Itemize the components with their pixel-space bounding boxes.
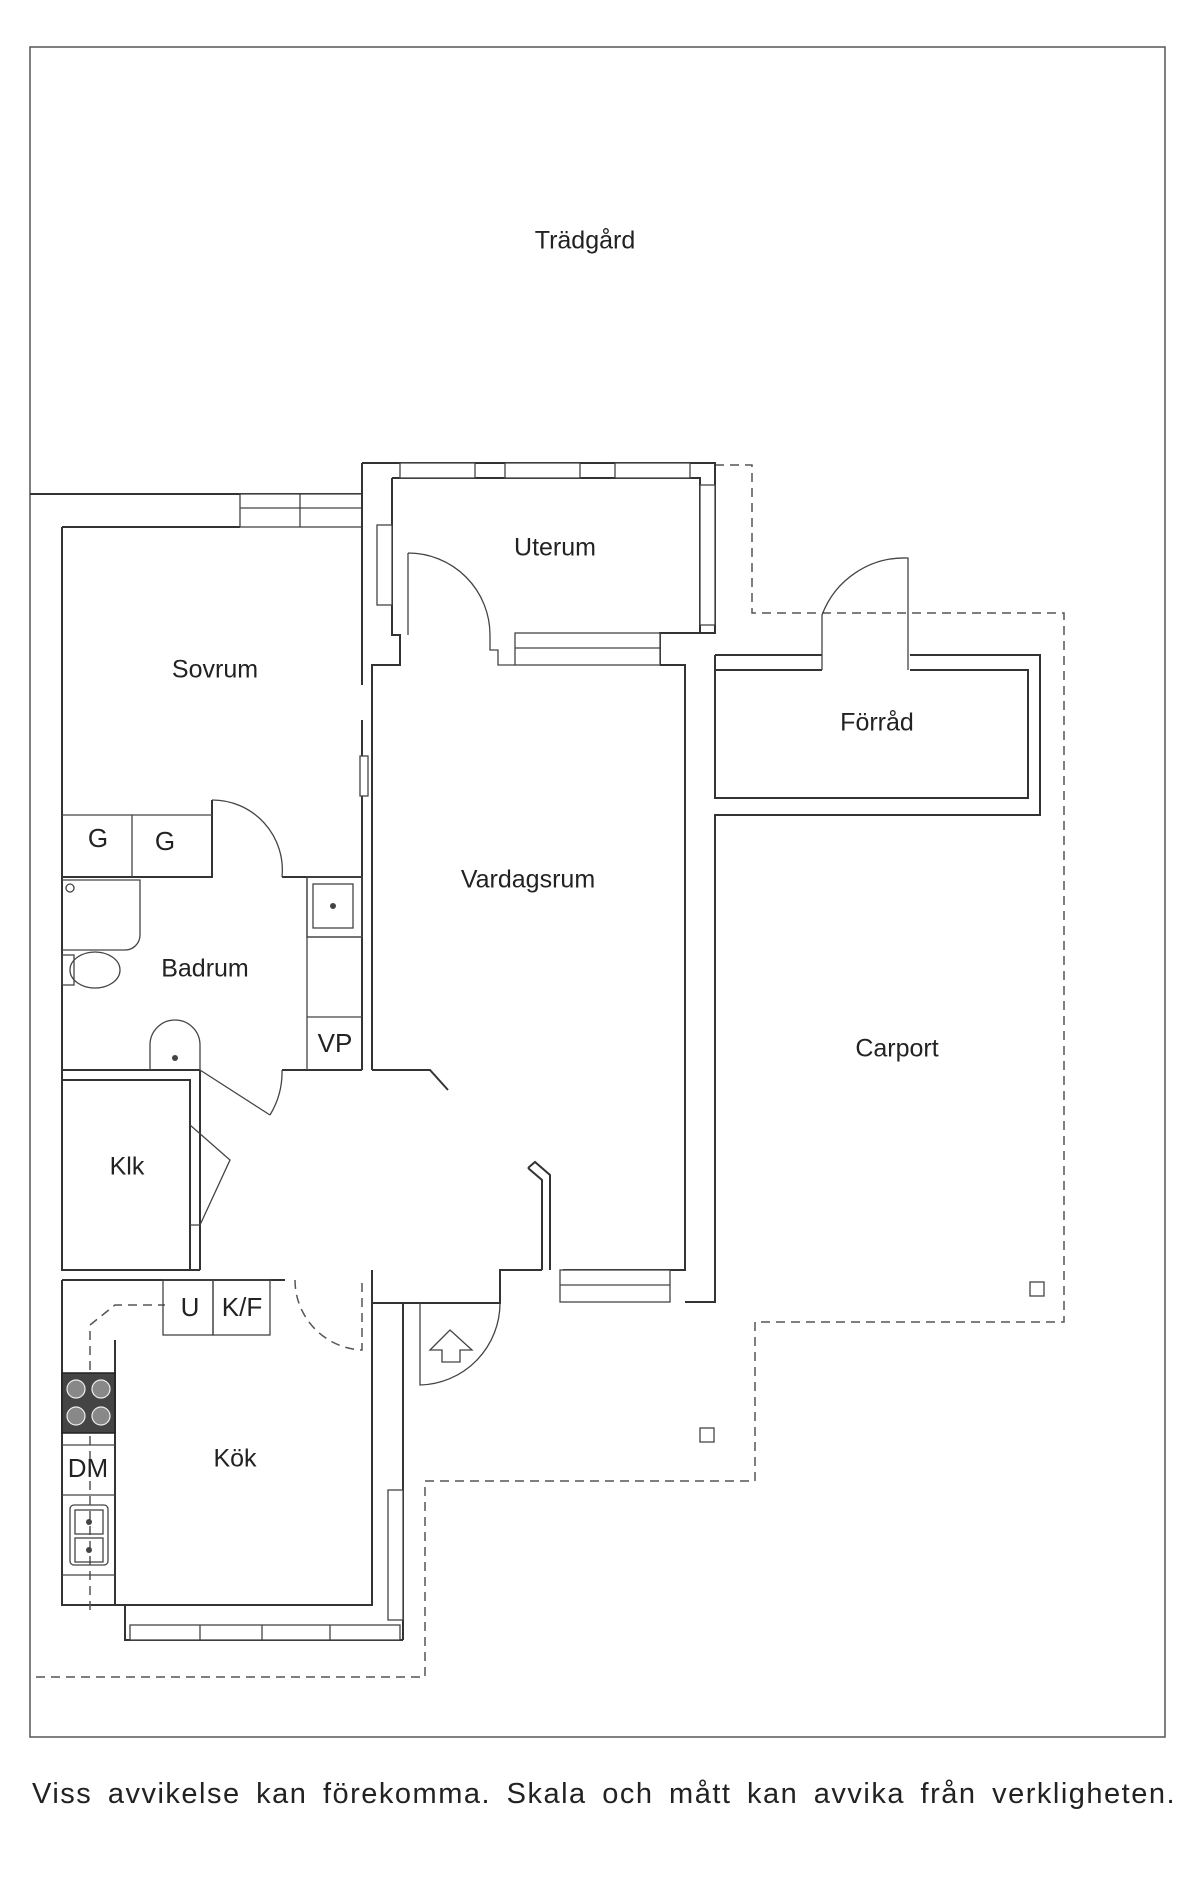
room-label-klk: Klk <box>110 1153 145 1181</box>
room-label-uterum: Uterum <box>514 534 596 562</box>
carport-post <box>699 1427 715 1443</box>
window-uterum-bottom <box>514 632 661 666</box>
fixture-label-u: U <box>181 1292 200 1322</box>
room-label-badrum: Badrum <box>161 955 249 983</box>
carport-post <box>1029 1281 1045 1297</box>
entrance-arrow <box>428 1329 474 1363</box>
room-label-tradgard: Trädgård <box>535 227 636 255</box>
window-uterum-left <box>376 524 393 606</box>
window-kok-bottom <box>129 1624 401 1641</box>
window-uterum-top-left <box>399 462 476 479</box>
room-label-forrad: Förråd <box>840 709 914 737</box>
door-kok-dashed <box>294 1279 363 1351</box>
klk-interior <box>62 1079 231 1270</box>
window-vardagsrum-left <box>359 755 369 797</box>
roof-outline-dashed <box>30 464 1065 1678</box>
house-walls <box>30 462 1041 1641</box>
window-sovrum-top <box>239 493 363 528</box>
plot-border <box>29 46 1166 1738</box>
room-label-sovrum: Sovrum <box>172 656 258 684</box>
room-label-carport: Carport <box>855 1035 938 1063</box>
room-label-kok: Kök <box>213 1445 257 1473</box>
fixture-label-g1: G <box>88 823 108 853</box>
fixture-label-dm: DM <box>68 1453 108 1483</box>
door-badrum <box>199 1069 283 1116</box>
window-uterum-top-mid <box>504 462 581 479</box>
kitchen-sink <box>69 1504 109 1566</box>
badrum-interior <box>61 799 363 1116</box>
window-vardagsrum-bottom <box>559 1269 671 1303</box>
window-kok-right <box>387 1489 404 1621</box>
kok-counter-dashed <box>89 1304 165 1610</box>
door-klk <box>189 1124 231 1226</box>
shower <box>62 879 141 951</box>
door-forrad <box>821 557 909 670</box>
disclaimer-text: Viss avvikelse kan förekomma. Skala och … <box>32 1778 1177 1810</box>
window-uterum-top-right <box>614 462 691 479</box>
door-entrance <box>419 1302 501 1386</box>
fixture-label-kf: K/F <box>222 1292 262 1322</box>
badrum-sink <box>149 1019 201 1070</box>
fixture-label-vp: VP <box>318 1028 353 1058</box>
forrad-walls <box>685 654 1041 1303</box>
window-uterum-right <box>699 484 716 626</box>
door-uterum <box>407 552 515 666</box>
fixture-label-g2: G <box>155 826 175 856</box>
room-label-vardagsrum: Vardagsrum <box>461 866 595 894</box>
kok-fixtures <box>61 1279 271 1576</box>
door-sovrum <box>211 799 284 878</box>
toilet <box>61 954 75 986</box>
